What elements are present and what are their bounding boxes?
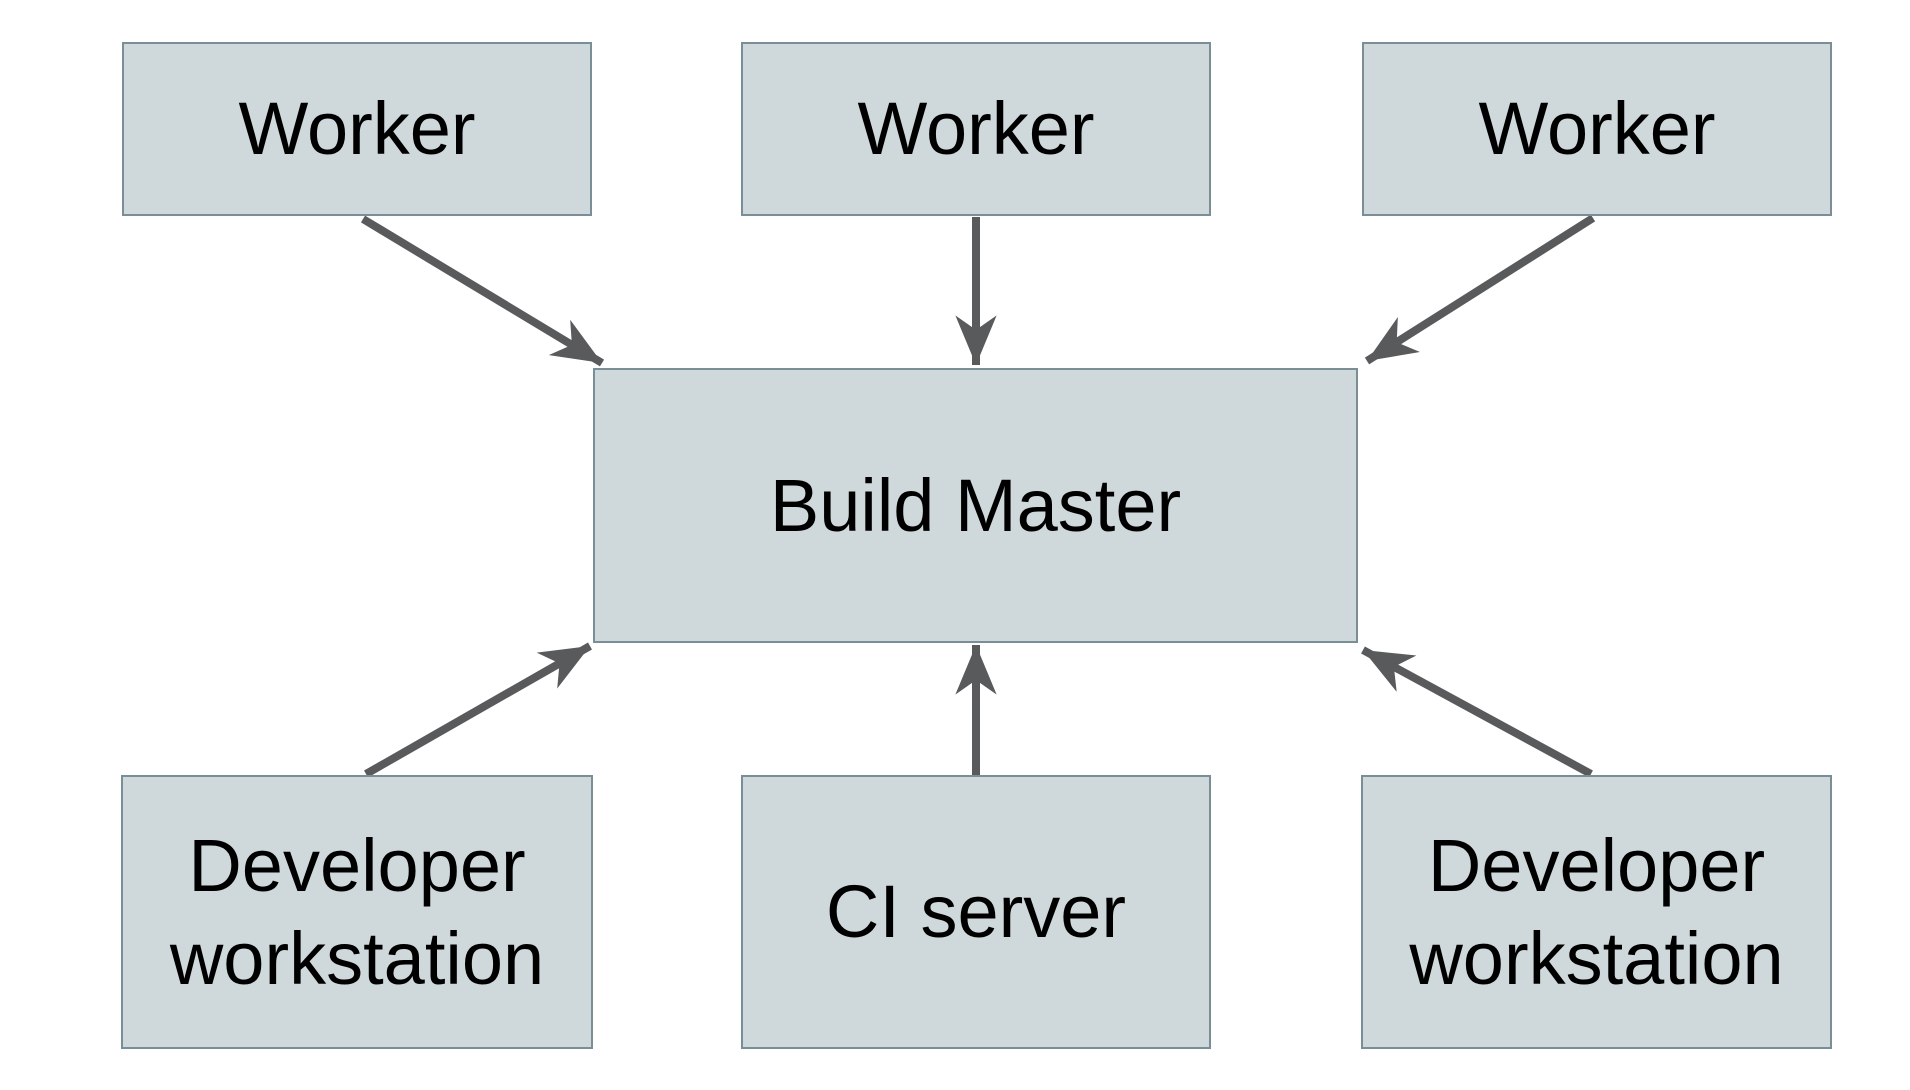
- node-label: Worker: [857, 87, 1095, 171]
- node-dev-workstation-left: Developer workstation: [121, 775, 593, 1049]
- node-label: Developer workstation: [1409, 823, 1784, 1000]
- node-worker-1: Worker: [122, 42, 592, 216]
- node-build-master: Build Master: [593, 368, 1358, 643]
- node-worker-3: Worker: [1362, 42, 1832, 216]
- arrow-dev-workstation-right-to-build-master: [1361, 646, 1593, 778]
- node-label: Developer workstation: [169, 823, 545, 1000]
- node-label: Build Master: [769, 463, 1182, 547]
- node-label: Worker: [1478, 87, 1716, 171]
- arrow-worker-1-to-build-master: [360, 215, 605, 367]
- node-ci-server: CI server: [741, 775, 1211, 1049]
- arrow-dev-workstation-left-to-build-master: [364, 642, 592, 778]
- arrow-worker-3-to-build-master: [1364, 214, 1596, 365]
- node-label: CI server: [825, 870, 1127, 954]
- node-worker-2: Worker: [741, 42, 1211, 216]
- node-label: Worker: [238, 87, 476, 171]
- node-dev-workstation-right: Developer workstation: [1361, 775, 1832, 1049]
